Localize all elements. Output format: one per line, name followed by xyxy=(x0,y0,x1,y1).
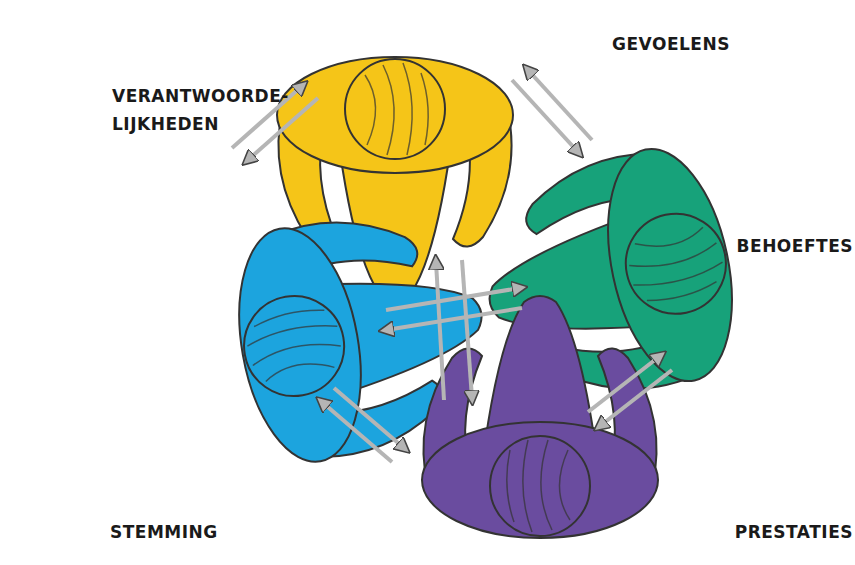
arrow xyxy=(462,260,472,398)
arrow xyxy=(600,370,672,426)
category-label: GEVOELENS xyxy=(612,30,730,58)
arrow xyxy=(248,98,318,160)
category-label: STEMMING xyxy=(110,518,218,546)
arrow xyxy=(528,70,592,140)
category-label: PRESTATIES xyxy=(735,518,853,546)
arrow xyxy=(436,262,444,400)
category-label: BEHOEFTES xyxy=(737,232,853,260)
exchange-arrows xyxy=(232,70,672,462)
purple-person xyxy=(422,296,658,538)
arrow xyxy=(386,308,522,330)
arrow xyxy=(322,402,392,462)
arrow xyxy=(588,356,660,412)
person-figures xyxy=(222,57,751,538)
category-label: VERANTWOORDE- LIJKHEDEN xyxy=(112,82,287,138)
arrow xyxy=(334,388,404,448)
arrow xyxy=(386,288,520,310)
